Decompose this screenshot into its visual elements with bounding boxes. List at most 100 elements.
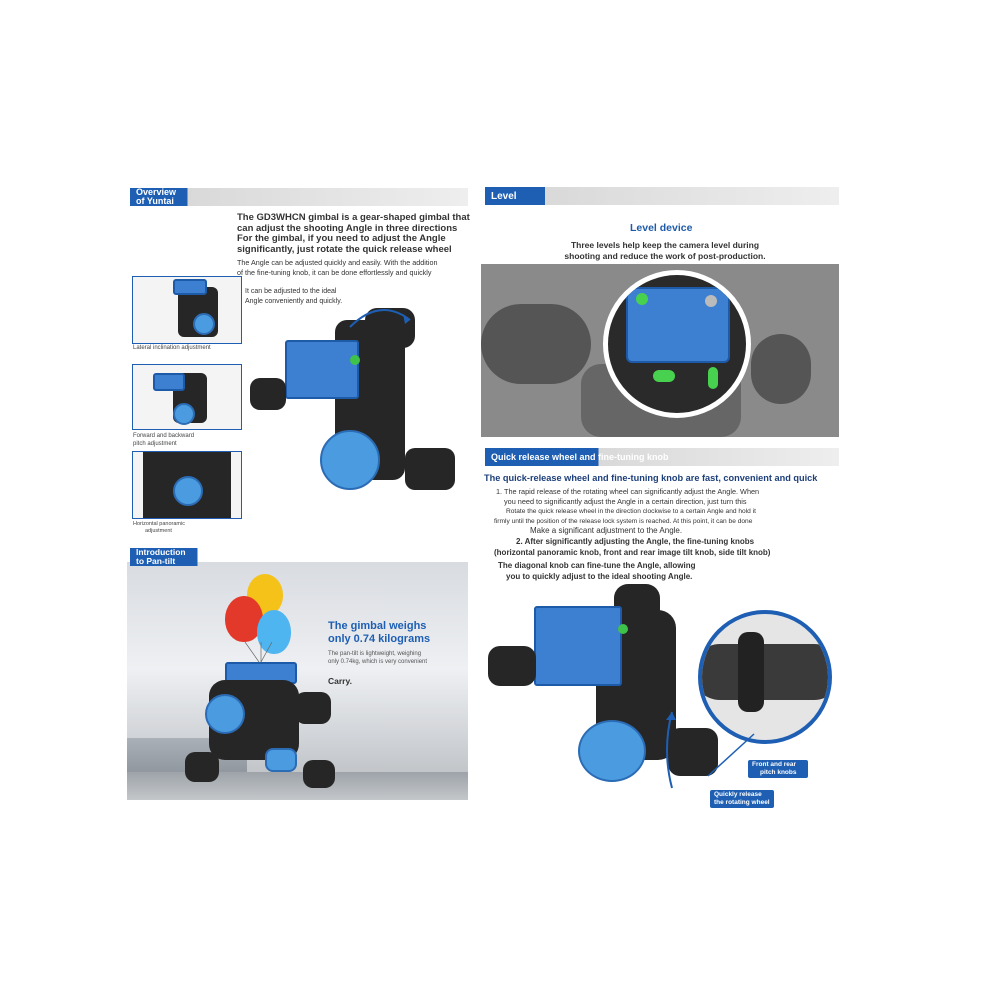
quick-paragraph4: The diagonal knob can fine-tune the Angl… — [498, 561, 696, 582]
qr-level-bubble-icon — [618, 624, 628, 634]
level-bubble-icon — [350, 355, 360, 365]
level-description-line1: Three levels help keep the camera level … — [570, 240, 760, 250]
caption-pitch-line1: Forward and backward — [133, 433, 195, 439]
photo-knob-left-icon — [481, 304, 591, 384]
quick-paragraph3-line2: (horizontal panoramic knob, front and re… — [494, 547, 771, 557]
overview-body-line2: of the fine-tuning knob, it can be done … — [237, 268, 432, 277]
quick-paragraph1-line1: 1. The rapid release of the rotating whe… — [496, 487, 760, 496]
gimbal-top-wheel-icon — [365, 308, 415, 348]
gimbal-side-knob-icon — [250, 378, 286, 410]
qr-zoom-circle — [698, 610, 832, 744]
overview-note-line2: Angle conveniently and quickly. — [245, 297, 343, 305]
qr-rear-knob-icon — [668, 728, 718, 776]
level-description-line2: shooting and reduce the work of post-pro… — [564, 251, 766, 261]
pt-front-knob-icon — [185, 752, 219, 782]
photo-knob-right-icon — [751, 334, 811, 404]
gimbal-plate-icon — [285, 340, 359, 399]
quick-paragraph2: Rotate the quick release wheel in the di… — [494, 507, 756, 536]
qr-side-knob-icon — [488, 646, 536, 686]
thumb-plate-icon — [173, 279, 207, 295]
qr-pan-knob-icon — [578, 720, 646, 782]
zoom-circle — [603, 270, 751, 418]
caption-panoramic-line2: adjustment — [145, 528, 172, 534]
zoom-screw-icon — [705, 295, 717, 307]
label-quick-release-line2: the rotating wheel — [714, 799, 770, 806]
qr-zoom-ring-icon — [738, 632, 764, 712]
level-header-bar: Level — [485, 187, 839, 205]
caption-pitch: Forward and backward pitch adjustment — [133, 432, 194, 448]
caption-panoramic: Horizontal panoramic adjustment — [133, 521, 185, 535]
level-header-label: Level — [491, 190, 517, 202]
caption-lateral: Lateral inclination adjustment — [133, 345, 211, 351]
quick-paragraph2-line1: Rotate the quick release wheel in the di… — [506, 508, 756, 515]
zoom-connector-line — [707, 733, 755, 777]
level-description: Three levels help keep the camera level … — [540, 240, 790, 262]
quick-release-product-image: Front and rear pitch knobs Quickly relea… — [486, 580, 836, 810]
level-device-photo — [481, 264, 839, 437]
pantilt-header-tag: Introduction to Pan-tilt — [130, 548, 198, 566]
overview-title-line4: significantly, just rotate the quick rel… — [237, 243, 452, 255]
thumbnail-panoramic — [132, 451, 242, 519]
pantilt-subtext-line2: only 0.74kg, which is very convenient — [328, 659, 428, 665]
label-front-rear-line1: Front and rear — [752, 761, 797, 768]
balloon-red-icon — [225, 596, 263, 642]
pantilt-headline: The gimbal weighs only 0.74 kilograms — [328, 620, 430, 646]
label-front-rear-pitch-knobs: Front and rear pitch knobs — [748, 760, 808, 778]
overview-header-bar: Overview of Yuntai — [130, 188, 468, 206]
quick-paragraph4-line2: you to quickly adjust to the ideal shoot… — [506, 571, 693, 581]
zoom-level-vial2-icon — [708, 367, 718, 389]
thumbnail-pitch — [132, 364, 242, 430]
quick-header-label: Quick release wheel and fine-tuning knob — [491, 451, 669, 462]
overview-note-line1: It can be adjusted to the ideal — [245, 288, 337, 295]
pantilt-headline-line2: only 0.74 kilograms — [328, 633, 431, 645]
rotate-arrow-icon — [349, 309, 411, 328]
quick-paragraph4-line1: The diagonal knob can fine-tune the Angl… — [498, 561, 696, 570]
pantilt-carry: Carry. — [328, 676, 352, 686]
overview-title-line2: can adjust the shooting Angle in three d… — [237, 222, 458, 234]
gimbal-product-image — [245, 300, 460, 505]
thumb-plate-icon — [153, 373, 185, 391]
zoom-level-bubble-icon — [636, 293, 648, 305]
pt-side-knob-icon — [295, 692, 331, 724]
quick-paragraph2-line2: firmly until the position of the release… — [494, 517, 753, 525]
level-title: Level device — [630, 222, 693, 234]
quick-headline: The quick-release wheel and fine-tuning … — [484, 473, 818, 483]
label-quick-release-wheel: Quickly release the rotating wheel — [710, 790, 774, 808]
quick-paragraph1: 1. The rapid release of the rotating whe… — [496, 487, 759, 506]
gimbal-tilt-knob-icon — [405, 448, 455, 490]
overview-body: The Angle can be adjusted quickly and ea… — [237, 258, 472, 278]
qr-zoom-knob-icon — [702, 644, 828, 700]
overview-note: It can be adjusted to the ideal Angle co… — [245, 287, 342, 306]
pt-pan-knob-icon — [205, 694, 245, 734]
quick-paragraph3-line1: 2. After significantly adjusting the Ang… — [516, 537, 755, 546]
pantilt-header-label: Introduction to Pan-tilt — [136, 547, 186, 566]
qr-plate-icon — [534, 606, 622, 686]
pantilt-panel: The gimbal weighs only 0.74 kilograms Th… — [127, 562, 468, 800]
gimbal-pan-knob-icon — [320, 430, 380, 490]
overview-body-line1: The Angle can be adjusted quickly and ea… — [237, 258, 438, 267]
overview-title-line3: For the gimbal, if you need to adjust th… — [237, 233, 446, 244]
sea-image — [127, 772, 468, 800]
pt-rear-knob-icon — [303, 760, 335, 788]
overview-header-tag: Overview of Yuntai — [130, 188, 186, 206]
thumb-knob-icon — [193, 313, 215, 335]
balloon-strings — [244, 642, 273, 662]
qr-rotate-arrow-icon — [666, 711, 676, 789]
quick-header-bar: Quick release wheel and fine-tuning knob — [485, 448, 839, 466]
pantilt-header-bar: Introduction to Pan-tilt — [130, 548, 468, 566]
overview-header-label: Overview of Yuntai — [136, 187, 177, 206]
thumb-knob-icon — [173, 403, 195, 425]
caption-panoramic-line1: Horizontal panoramic — [133, 521, 185, 527]
overview-title-line1: The GD3WHCN gimbal is a gear-shaped gimb… — [237, 212, 470, 223]
quick-header-tag: Quick release wheel and fine-tuning knob — [485, 448, 697, 466]
pantilt-subtext: The pan-tilt is lightweight, weighing on… — [328, 650, 427, 666]
pantilt-headline-line1: The gimbal weighs — [328, 620, 427, 632]
pantilt-subtext-line1: The pan-tilt is lightweight, weighing — [328, 651, 422, 657]
balloon-blue-icon — [257, 610, 291, 654]
quick-paragraph1-line2: you need to significantly adjust the Ang… — [504, 496, 747, 506]
pt-bottom-knob-icon — [265, 748, 297, 772]
thumbnail-lateral — [132, 276, 242, 344]
zoom-level-vial-icon — [653, 370, 675, 382]
level-header-tag: Level — [485, 187, 545, 205]
caption-pitch-line2: pitch adjustment — [133, 441, 177, 447]
